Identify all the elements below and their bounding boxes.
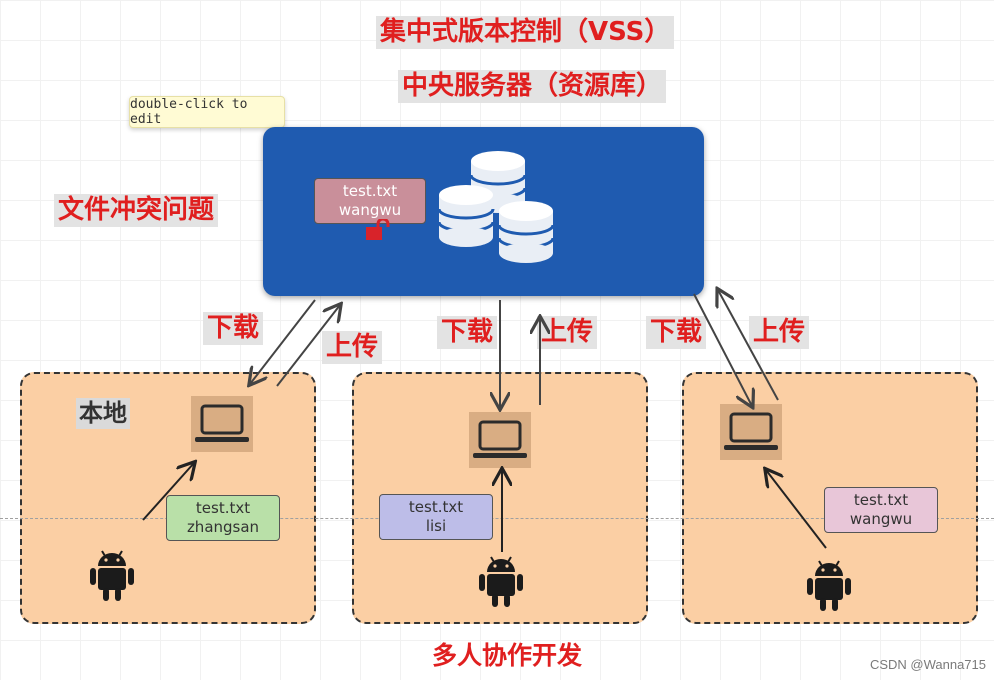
title: 集中式版本控制（VSS） [376,16,675,50]
upload-label-3: 上传 [749,316,810,350]
footer-caption: 多人协作开发 [432,641,583,670]
database-icon [437,149,555,265]
upload-label-1: 上传 [322,331,383,365]
laptop-icon[interactable] [191,396,253,452]
download-label-1: 下载 [203,312,264,346]
client-file-user: wangwu [849,510,913,528]
client-file-card-zhangsan[interactable]: test.txt zhangsan [166,495,280,541]
laptop-icon[interactable] [720,404,782,460]
client-file-name: test.txt [408,497,464,516]
page-divider [0,518,994,519]
client-file-card-wangwu[interactable]: test.txt wangwu [824,487,938,533]
android-icon [479,556,523,607]
local-label: 本地 [76,398,130,429]
client-file-name: test.txt [195,498,251,517]
server-file-user: wangwu [338,201,402,219]
android-icon [807,560,851,611]
upload-label-2: 上传 [537,316,598,350]
android-icon [90,550,134,601]
client-file-name: test.txt [853,490,909,509]
edit-tooltip: double-click to edit [129,96,285,128]
client-file-user: zhangsan [186,518,260,536]
server-file-card[interactable]: test.txt wangwu [314,178,426,224]
lock-icon [366,219,390,240]
laptop-icon[interactable] [469,412,531,468]
client-file-user: lisi [425,517,447,535]
conflict-label: 文件冲突问题 [54,194,219,228]
central-server[interactable]: test.txt wangwu [263,127,704,296]
download-label-2: 下载 [437,316,498,350]
download-label-3: 下载 [646,316,707,350]
client-file-card-lisi[interactable]: test.txt lisi [379,494,493,540]
watermark: CSDN @Wanna715 [869,657,986,672]
server-file-name: test.txt [342,181,398,200]
subtitle: 中央服务器（资源库） [398,70,667,104]
